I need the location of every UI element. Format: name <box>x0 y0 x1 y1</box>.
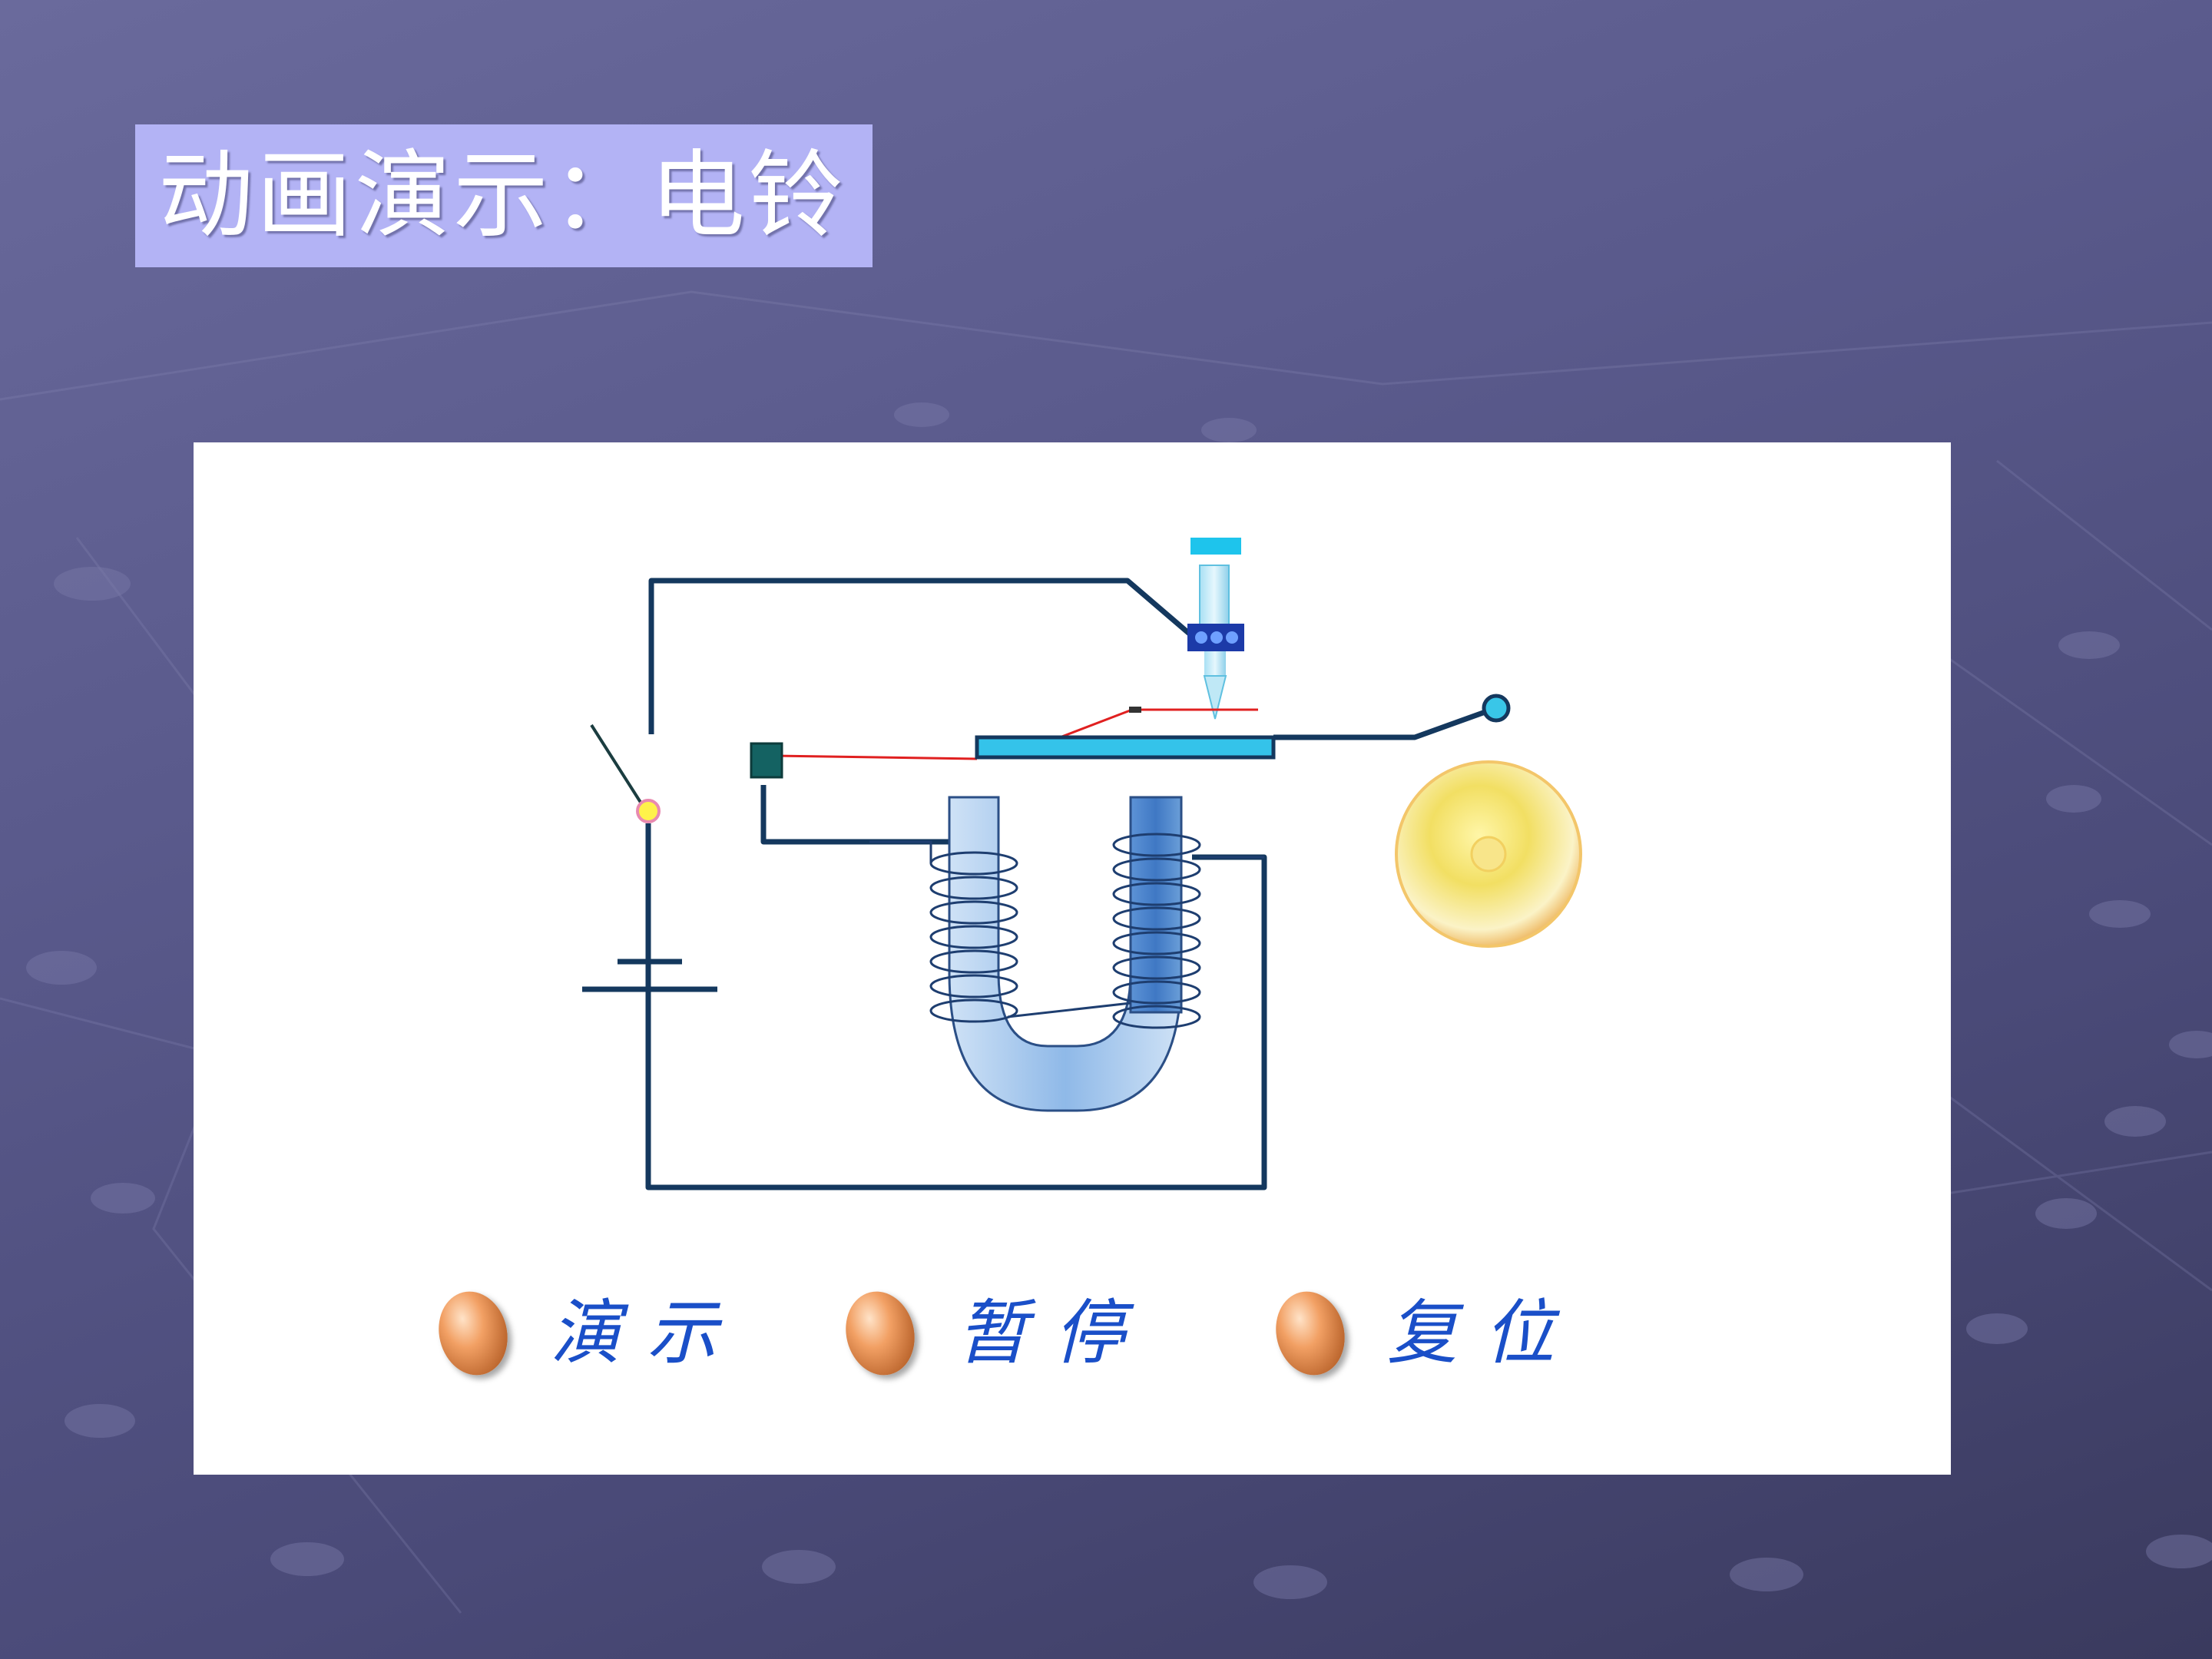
contact-screw <box>1187 538 1244 720</box>
slide-title: 动画演示：电铃 <box>158 141 847 251</box>
play-button[interactable]: 演示 <box>430 1280 744 1387</box>
u-electromagnet <box>869 796 1264 1112</box>
slide-title-box: 动画演示：电铃 <box>135 124 873 267</box>
orange-ball-icon <box>430 1283 516 1383</box>
hammer <box>1482 694 1511 723</box>
armature <box>975 735 1276 760</box>
switch <box>590 724 661 823</box>
terminal-block <box>750 742 783 779</box>
pause-label: 暂停 <box>957 1292 1151 1374</box>
reset-button[interactable]: 复位 <box>1267 1280 1581 1387</box>
pause-button[interactable]: 暂停 <box>837 1280 1151 1387</box>
animation-panel: 演示 暂停 复位 <box>194 442 1951 1475</box>
orange-ball-icon <box>1267 1283 1353 1383</box>
reset-label: 复位 <box>1387 1292 1581 1374</box>
electric-bell-diagram <box>582 538 1582 1190</box>
play-label: 演示 <box>550 1292 744 1374</box>
orange-ball-icon <box>837 1283 923 1383</box>
bell <box>1395 760 1582 948</box>
battery <box>582 959 717 992</box>
contact-point <box>1129 707 1141 713</box>
